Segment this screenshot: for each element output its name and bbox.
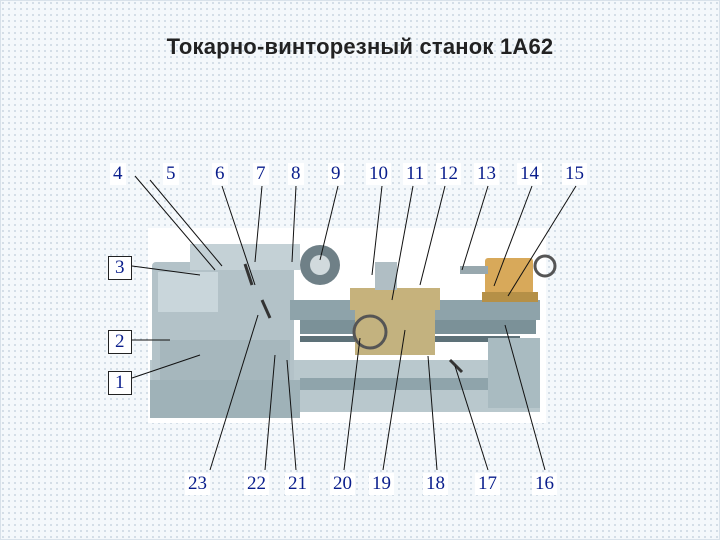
callout-14: 14 xyxy=(517,163,542,185)
callout-7: 7 xyxy=(253,163,269,185)
callout-16: 16 xyxy=(532,473,557,495)
leader-lines xyxy=(131,175,577,471)
callout-11: 11 xyxy=(403,163,428,185)
tailstock-handwheel xyxy=(533,254,557,278)
callout-13: 13 xyxy=(474,163,499,185)
callout-3: 3 xyxy=(108,256,132,280)
callout-20: 20 xyxy=(330,473,355,495)
callout-9: 9 xyxy=(328,163,344,185)
callout-4: 4 xyxy=(110,163,126,185)
callout-8: 8 xyxy=(288,163,304,185)
callout-12: 12 xyxy=(436,163,461,185)
chuck-center xyxy=(310,255,330,275)
callout-21: 21 xyxy=(285,473,310,495)
carriage-top xyxy=(350,288,440,310)
tailstock-quill xyxy=(460,266,488,274)
gearbox-front xyxy=(160,340,290,380)
right-pedestal xyxy=(488,338,540,408)
callout-1: 1 xyxy=(108,371,132,395)
callout-23: 23 xyxy=(185,473,210,495)
callout-22: 22 xyxy=(244,473,269,495)
callout-10: 10 xyxy=(366,163,391,185)
callout-18: 18 xyxy=(423,473,448,495)
callout-6: 6 xyxy=(212,163,228,185)
tool-post xyxy=(375,262,397,290)
callout-2: 2 xyxy=(108,330,132,354)
lathe-base-shelf xyxy=(300,378,538,390)
callout-5: 5 xyxy=(163,163,179,185)
handwheel xyxy=(352,314,388,350)
callout-17: 17 xyxy=(475,473,500,495)
left-pedestal xyxy=(150,380,300,418)
callout-19: 19 xyxy=(369,473,394,495)
slide-title: Токарно-винторезный станок 1А62 xyxy=(166,34,554,59)
tailstock-base xyxy=(482,292,538,302)
headstock-panel xyxy=(158,272,218,312)
tailstock xyxy=(485,258,533,294)
callout-15: 15 xyxy=(562,163,587,185)
